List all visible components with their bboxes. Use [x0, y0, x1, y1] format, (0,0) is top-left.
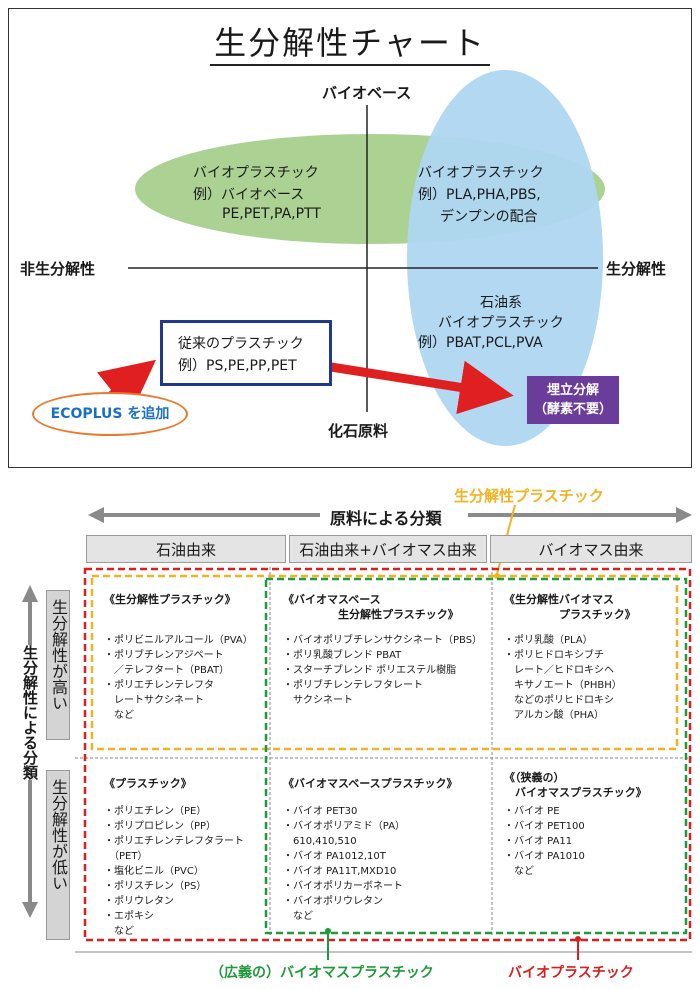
- footer-green-prefix: （広義の）: [210, 965, 280, 981]
- conventional-line1: 従来のプラスチック: [178, 336, 304, 352]
- header-biomass: バイオマス由来: [490, 535, 692, 563]
- low-mixed-title: 《バイオマスベースプラスチック》: [283, 777, 458, 790]
- blue-lower-line2: バイオプラスチック: [438, 315, 564, 331]
- blue-lower-line1: 石油系: [480, 295, 522, 311]
- low-petroleum-title: 《プラスチック》: [104, 777, 192, 790]
- blue-lower-line3: 例）PBAT,PCL,PVA: [418, 335, 543, 351]
- axis-label-top: バイオベース: [322, 84, 412, 102]
- side-label-high: 生分解性が高い: [46, 590, 70, 740]
- high-mixed-title: 《バイオマスベース 生分解性プラスチック》: [283, 593, 459, 621]
- green-ellipse-line2: 例）バイオベース: [193, 187, 305, 203]
- conventional-box: 従来のプラスチック 例）PS,PE,PP,PET: [160, 320, 332, 386]
- high-petroleum-title: 《生分解性プラスチック》: [104, 593, 236, 606]
- blue-upper-line3: デンプンの配合: [440, 209, 538, 225]
- green-ellipse-line1: バイオプラスチック: [193, 165, 319, 181]
- landfill-line1: 埋立分解: [546, 383, 599, 398]
- axis-label-right: 生分解性: [606, 260, 667, 278]
- high-mixed-list: ・バイオポリブチレンサクシネート（PBS） ・ポリ乳酸ブレンド PBAT ・スタ…: [283, 635, 483, 706]
- axis-label-bottom: 化石原料: [328, 422, 389, 440]
- horizontal-axis-label: 原料による分類: [326, 505, 446, 529]
- footer-red-label: バイオプラスチック: [508, 965, 634, 981]
- low-mixed-list: ・バイオ PET30 ・バイオポリアミド（PA） 610,410,510 ・バイ…: [283, 806, 406, 922]
- footer-green-text: バイオマスプラスチック: [280, 965, 434, 981]
- chart-title: 生分解性チャート: [214, 24, 486, 62]
- arrow-to-landfill: [311, 359, 514, 415]
- chart-frame: [8, 8, 692, 468]
- blue-upper-line1: バイオプラスチック: [418, 165, 544, 181]
- landfill-box: 埋立分解 （酵素不要）: [527, 376, 619, 424]
- high-petroleum-list: ・ポリビニルアルコール（PVA） ・ポリブチレンアジペート ／テレフタート（PB…: [104, 635, 253, 721]
- axis-label-left: 非生分解性: [20, 260, 96, 278]
- high-biomass-list: ・ポリ乳酸（PLA） ・ポリヒドロキシブチ レート／ヒドロキシヘ キサノエート（…: [504, 635, 622, 721]
- chart-shapes: [97, 70, 605, 446]
- vertical-axis-label: 生分解性による分類: [21, 645, 39, 780]
- blue-ellipse: [407, 70, 603, 446]
- chart-title-underline: [210, 64, 490, 66]
- blue-upper-line2: 例）PLA,PHA,PBS,: [418, 187, 541, 203]
- low-biomass-list: ・バイオ PE ・バイオ PET100 ・バイオ PA11 ・バイオ PA101…: [504, 806, 585, 877]
- low-biomass-title: 《（狭義の） バイオマスプラスチック》: [504, 771, 647, 799]
- red-dashed-box: [83, 567, 692, 942]
- top-category-label: 生分解性プラスチック: [454, 487, 604, 505]
- landfill-line2: （酵素不要）: [533, 402, 612, 417]
- side-label-low: 生分解性が低い: [46, 770, 70, 940]
- yellow-dashed-box: [90, 574, 679, 751]
- green-ellipse-line3: PE,PET,PA,PTT: [222, 206, 321, 222]
- ecoplus-label: ECOPLUS を追加: [50, 406, 170, 422]
- header-mixed: 石油由来+バイオマス由来: [289, 535, 487, 563]
- green-dashed-box: [264, 577, 688, 935]
- ecoplus-badge: ECOPLUS を追加: [32, 392, 188, 436]
- footer-green-label: （広義の）バイオマスプラスチック: [210, 962, 434, 982]
- low-petroleum-list: ・ポリエチレン（PE） ・ポリプロピレン（PP） ・ポリエチレンテレフタラート …: [104, 806, 244, 937]
- header-petroleum: 石油由来: [86, 535, 286, 563]
- conventional-line2: 例）PS,PE,PP,PET: [178, 358, 297, 374]
- high-biomass-title: 《生分解性バイオマス プラスチック》: [504, 593, 636, 621]
